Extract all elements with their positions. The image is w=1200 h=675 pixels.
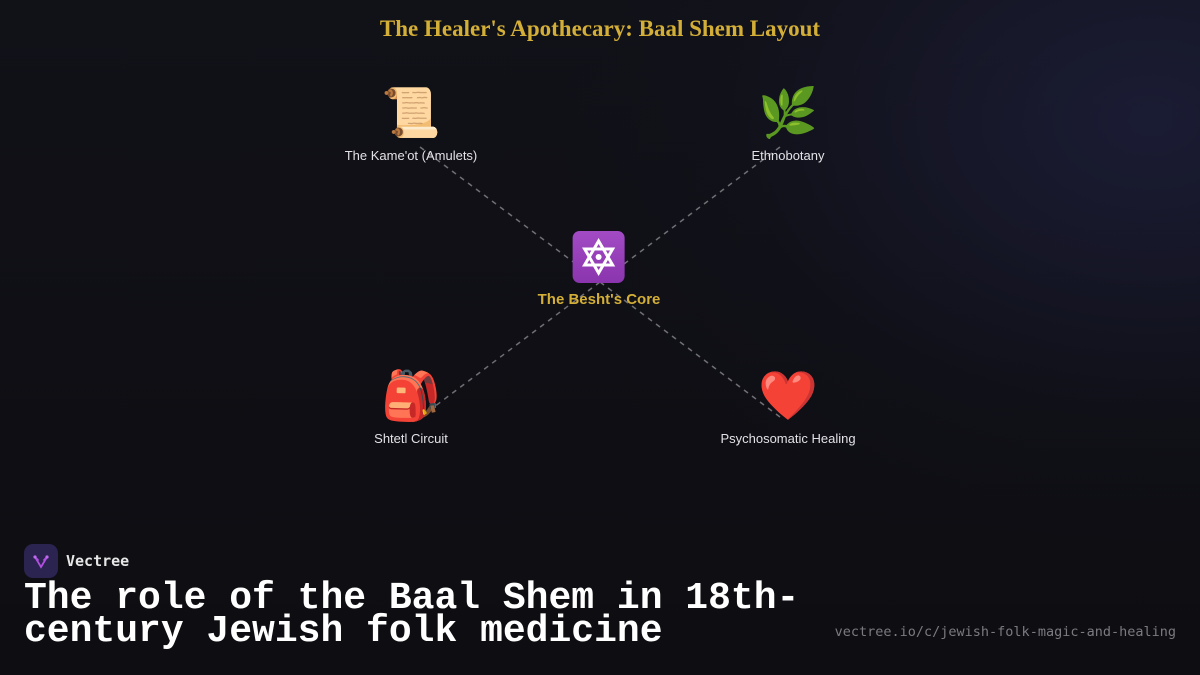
node-psychosomatic-healing[interactable]: ❤️ Psychosomatic Healing xyxy=(720,369,855,446)
edge-core-psychosomatic xyxy=(599,281,785,421)
scroll-icon: 📜 xyxy=(381,87,441,140)
source-url[interactable]: vectree.io/c/jewish-folk-magic-and-heali… xyxy=(834,624,1176,640)
edge-core-ethnobotany xyxy=(599,143,785,283)
headline: The role of the Baal Shem in 18th-centur… xyxy=(24,577,800,653)
star-of-david-icon xyxy=(572,231,625,283)
node-label: The Kame'ot (Amulets) xyxy=(344,148,478,163)
node-label: Ethnobotany xyxy=(751,148,825,163)
node-label: Psychosomatic Healing xyxy=(720,431,856,446)
node-ethnobotany[interactable]: 🌿 Ethnobotany xyxy=(751,86,824,163)
brand-name: Vectree xyxy=(66,552,130,570)
red-heart-icon: ❤️ xyxy=(758,370,818,423)
edge-core-amulets xyxy=(415,143,601,283)
node-core[interactable]: The Besht's Core xyxy=(537,227,661,308)
diagram-title: The Healer's Apothecary: Baal Shem Layou… xyxy=(379,16,821,41)
backpack-icon: 🎒 xyxy=(381,370,441,423)
node-shtetl-circuit[interactable]: 🎒 Shtetl Circuit xyxy=(374,369,448,446)
vectree-logo-icon xyxy=(24,544,58,578)
node-amulets[interactable]: 📜 The Kame'ot (Amulets) xyxy=(345,86,478,163)
node-label: Shtetl Circuit xyxy=(374,431,448,446)
herb-icon: 🌿 xyxy=(758,87,818,140)
node-label: The Besht's Core xyxy=(537,291,661,308)
brand[interactable]: Vectree xyxy=(24,544,129,578)
